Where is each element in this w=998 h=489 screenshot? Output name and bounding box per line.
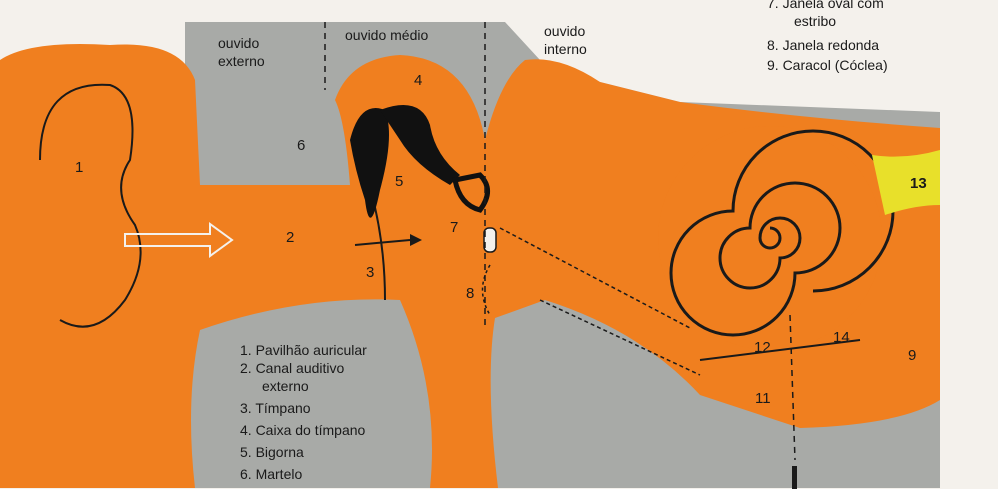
region-inner-line1: ouvido bbox=[544, 23, 585, 39]
label-5: 5 bbox=[395, 173, 403, 190]
legend-top-item-8: 8. Janela redonda bbox=[767, 37, 879, 53]
label-7: 7 bbox=[450, 219, 458, 236]
region-outer-line2: externo bbox=[218, 53, 265, 69]
label-13: 13 bbox=[910, 175, 927, 192]
label-3: 3 bbox=[366, 264, 374, 281]
cochlea-body bbox=[658, 126, 882, 350]
legend-top-item-9: 9. Caracol (Cóclea) bbox=[767, 57, 888, 73]
label-6: 6 bbox=[297, 137, 305, 154]
region-outer-line1: ouvido bbox=[218, 35, 259, 51]
label-14: 14 bbox=[833, 329, 850, 346]
legend-bottom-item-2: 2. Canal auditivo bbox=[240, 360, 345, 376]
legend-bottom-item-3: 3. Tímpano bbox=[240, 400, 311, 416]
legend-bottom-item-4: 4. Caixa do tímpano bbox=[240, 422, 366, 438]
label-2: 2 bbox=[286, 229, 294, 246]
region-middle: ouvido médio bbox=[345, 27, 428, 43]
label-9: 9 bbox=[908, 347, 916, 364]
legend-top-item-7-cont: estribo bbox=[794, 13, 836, 29]
legend-bottom-item-2-cont: externo bbox=[262, 378, 309, 394]
oval-window bbox=[484, 228, 496, 252]
label-4: 4 bbox=[414, 72, 422, 89]
region-inner-line2: interno bbox=[544, 41, 587, 57]
legend-bottom-item-1: 1. Pavilhão auricular bbox=[240, 342, 367, 358]
legend-bottom-item-6: 6. Martelo bbox=[240, 466, 302, 482]
legend-bottom-item-5: 5. Bigorna bbox=[240, 444, 304, 460]
label-12: 12 bbox=[754, 339, 771, 356]
legend-top-item-7: 7. Janela oval com bbox=[767, 0, 884, 11]
page-mark bbox=[792, 466, 797, 489]
label-8: 8 bbox=[466, 285, 474, 302]
label-1: 1 bbox=[75, 159, 83, 176]
label-11: 11 bbox=[755, 390, 771, 407]
